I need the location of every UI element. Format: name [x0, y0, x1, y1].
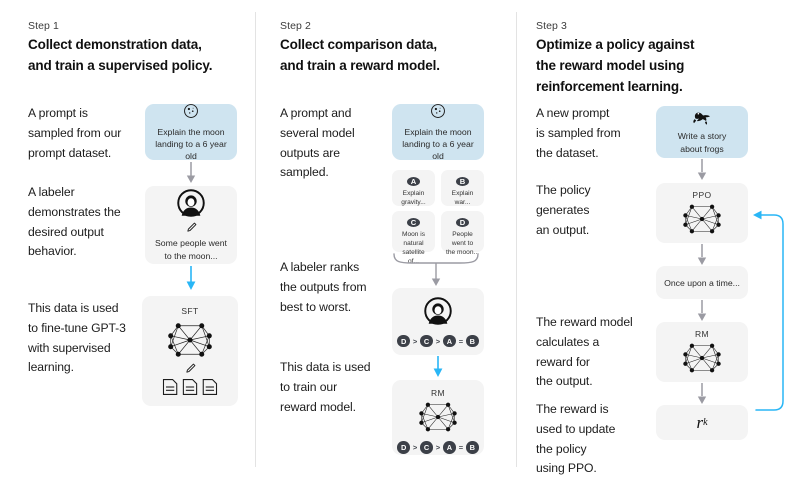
- step-2-rm-card[interactable]: RM: [392, 380, 484, 455]
- arrow-down-blue-1: [184, 266, 198, 291]
- rm-ranking-row: D > C > A = B: [397, 441, 479, 454]
- option-b-caption: Explain war...: [451, 190, 474, 206]
- option-b-badge: B: [456, 177, 469, 186]
- step-2-label: Step 2: [280, 20, 311, 32]
- option-c-caption: Moon is natural satellite of...: [401, 231, 426, 265]
- step-3-text-3: The reward model calculates a reward for…: [536, 315, 633, 389]
- step-2-option-d[interactable]: D People went to the moon...: [441, 211, 484, 256]
- step-1-title-line-1: Collect demonstration data,: [28, 37, 202, 52]
- arrow-down-gray-1: [184, 162, 198, 184]
- step-3-prompt-card[interactable]: Write a story about frogs: [656, 106, 748, 158]
- step-2-text-2: A labeler ranks the outputs from best to…: [280, 260, 367, 314]
- rank-op-1: >: [412, 336, 418, 346]
- ppo-feedback-loop-arrow: [742, 195, 788, 430]
- step-1-prompt-card[interactable]: Explain the moon landing to a 6 year old: [145, 102, 237, 162]
- step-2-column: Step 2 Collect comparison data, and trai…: [264, 0, 528, 479]
- step-1-prompt-caption: Explain the moon landing to a 6 year old: [155, 126, 227, 162]
- moon-icon: [429, 102, 447, 120]
- rank-badge-2: C: [420, 334, 433, 348]
- step-1-title: Collect demonstration data, and train a …: [28, 35, 258, 77]
- step-3-text-2: The policy generates an output.: [536, 183, 591, 237]
- step-2-prompt-caption: Explain the moon landing to a 6 year old: [402, 126, 474, 162]
- step-3-ppo-label: PPO: [692, 190, 712, 200]
- step-3-column: Step 3 Optimize a policy against the rew…: [524, 0, 788, 479]
- step-2-labeler-rank-card[interactable]: D > C > A = B: [392, 288, 484, 355]
- column-divider-1: [255, 12, 256, 467]
- step-3-label: Step 3: [536, 20, 567, 32]
- step-2-option-c[interactable]: C Moon is natural satellite of...: [392, 211, 435, 265]
- step-3-title-line-1: Optimize a policy against: [536, 37, 695, 52]
- arrow-down-gray-3: [695, 244, 709, 266]
- rm-rank-op-2: >: [435, 442, 441, 452]
- reward-subscript: k: [703, 417, 708, 428]
- documents-icon: [161, 377, 219, 397]
- rm-rank-badge-3: A: [443, 441, 456, 454]
- step-1-labeler-card[interactable]: Some people went to the moon...: [145, 186, 237, 264]
- step-1-text-3: This data is used to fine-tune GPT-3 wit…: [28, 301, 126, 375]
- step-1-text-2: A labeler demonstrates the desired outpu…: [28, 185, 121, 259]
- step-1-column: Step 1 Collect demonstration data, and t…: [0, 0, 264, 479]
- arrow-down-blue-2: [431, 356, 445, 378]
- step-2-title: Collect comparison data, and train a rew…: [280, 35, 515, 77]
- step-3-title-line-3: reinforcement learning.: [536, 78, 683, 94]
- step-2-text-1: A prompt and several model outputs are s…: [280, 106, 355, 180]
- step-3-text-4: The reward is used to update the policy …: [536, 402, 616, 476]
- moon-icon: [182, 102, 200, 120]
- neural-network-icon: [413, 399, 463, 435]
- option-d-caption: People went to the moon...: [446, 231, 479, 256]
- rank-op-2: >: [435, 336, 441, 346]
- step-2-prompt-card[interactable]: Explain the moon landing to a 6 year old: [392, 102, 484, 162]
- neural-network-icon: [164, 319, 216, 361]
- option-d-badge: D: [456, 218, 469, 227]
- step-2-rm-label: RM: [430, 388, 446, 398]
- merge-brace-arrow: [390, 252, 486, 288]
- neural-network-icon: [677, 340, 727, 376]
- step-1-labeler-caption: Some people went to the moon...: [155, 238, 227, 261]
- step-2-option-a[interactable]: A Explain gravity...: [392, 170, 435, 206]
- neural-network-icon: [677, 201, 727, 237]
- step-1-label: Step 1: [28, 20, 59, 32]
- step-3-text-1: A new prompt is sampled from the dataset…: [536, 106, 621, 160]
- step-1-title-line-2: and train a supervised policy.: [28, 57, 213, 73]
- option-a-badge: A: [407, 177, 420, 186]
- step-3-title-line-2: the reward model using: [536, 57, 685, 73]
- step-2-title-line-1: Collect comparison data,: [280, 37, 437, 52]
- step-1-text-1: A prompt is sampled from our prompt data…: [28, 106, 122, 160]
- step-2-text-3: This data is used to train our reward mo…: [280, 360, 371, 414]
- rm-rank-op-3: =: [458, 442, 464, 452]
- step-3-output-card[interactable]: Once upon a time...: [656, 266, 748, 299]
- rank-op-3: =: [458, 336, 464, 346]
- pencil-icon: [185, 221, 198, 234]
- arrow-down-gray-2: [695, 159, 709, 181]
- step-3-ppo-card[interactable]: PPO: [656, 183, 748, 243]
- rank-badge-4: B: [466, 334, 479, 348]
- step-2-title-line-2: and train a reward model.: [280, 57, 440, 73]
- rm-rank-op-1: >: [412, 442, 418, 452]
- reward-symbol: r: [696, 412, 704, 432]
- arrow-down-gray-5: [695, 383, 709, 405]
- rm-rank-badge-4: B: [466, 441, 479, 454]
- step-1-sft-label: SFT: [181, 306, 199, 316]
- option-c-badge: C: [407, 218, 420, 227]
- labeler-ranking-row: D > C > A = B: [397, 334, 479, 348]
- step-1-sft-card[interactable]: SFT: [142, 296, 238, 406]
- step-3-rm-card[interactable]: RM: [656, 322, 748, 382]
- rank-badge-1: D: [397, 334, 410, 348]
- rm-rank-badge-1: D: [397, 441, 410, 454]
- step-3-output-caption: Once upon a time...: [664, 277, 740, 288]
- column-divider-2: [516, 12, 517, 467]
- step-3-prompt-caption: Write a story about frogs: [677, 131, 727, 154]
- option-a-caption: Explain gravity...: [401, 190, 426, 206]
- person-icon: [176, 188, 206, 218]
- arrow-down-gray-4: [695, 300, 709, 322]
- person-icon: [423, 296, 453, 326]
- step-3-rm-label: RM: [694, 329, 710, 339]
- step-3-title: Optimize a policy against the reward mod…: [536, 35, 776, 98]
- rm-rank-badge-2: C: [420, 441, 433, 454]
- frog-icon: [691, 109, 713, 125]
- pencil-icon: [184, 362, 197, 375]
- step-2-option-b[interactable]: B Explain war...: [441, 170, 484, 206]
- rank-badge-3: A: [443, 334, 456, 348]
